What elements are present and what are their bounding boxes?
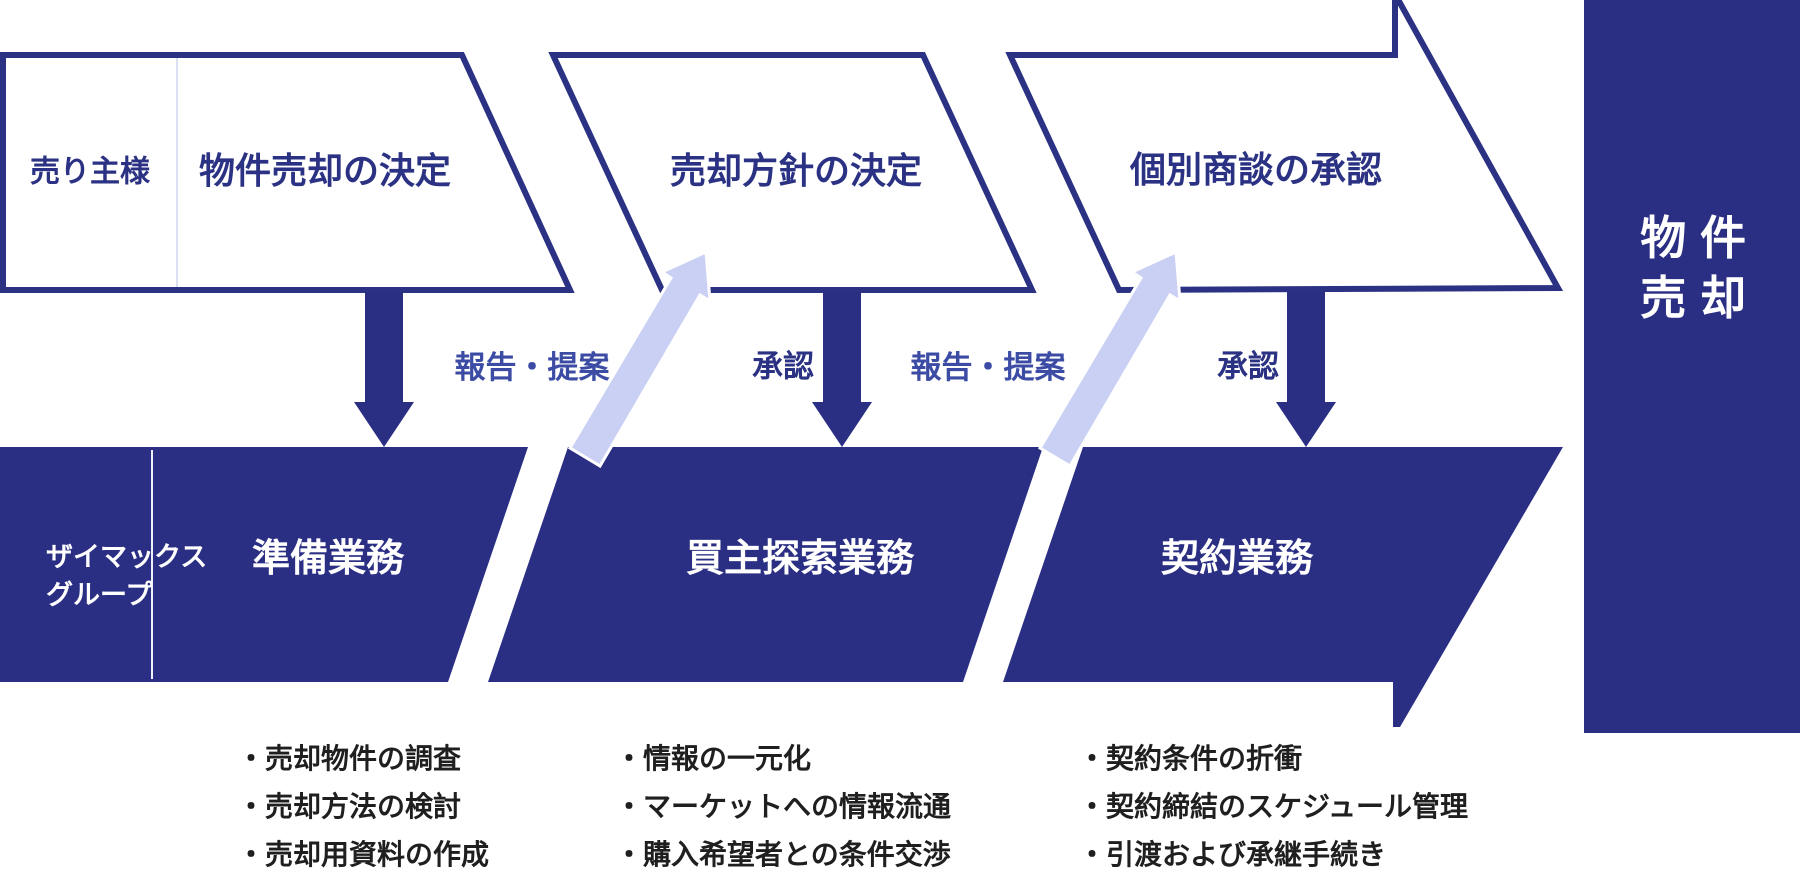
list-item: ・売却物件の調査 <box>237 743 462 774</box>
result-box-label: 物件 売却 <box>1640 208 1760 328</box>
list-item: ・購入希望者との条件交渉 <box>615 839 951 870</box>
list-item: ・マーケットへの情報流通 <box>615 791 952 822</box>
group-step-1-chevron <box>0 447 528 682</box>
group-step-3-label: 契約業務 <box>1160 538 1314 581</box>
seller-actor-label: 売り主様 <box>30 155 150 189</box>
result-box-label-line1: 物件 <box>1640 212 1760 264</box>
contract-tasks-list: ・契約条件の折衝 ・契約締結のスケジュール管理 ・引渡および承継手続き <box>1078 735 1468 879</box>
seller-step-2-box <box>548 52 1037 293</box>
list-item: ・売却用資料の作成 <box>237 839 490 870</box>
group-step-1-label: 準備業務 <box>251 538 405 581</box>
up-arrow-2-icon <box>1037 249 1182 469</box>
list-item: ・契約条件の折衝 <box>1078 743 1303 774</box>
group-step-2-label: 買主探索業務 <box>685 538 915 581</box>
report-proposal-label-1: 報告・提案 <box>454 349 610 385</box>
report-proposal-label-2: 報告・提案 <box>910 349 1066 385</box>
down-arrow-2-icon <box>812 292 872 447</box>
result-box-label-line2: 売却 <box>1640 272 1760 324</box>
down-arrow-1-icon <box>354 292 414 447</box>
group-step-3-chevron-with-arrow-tail <box>1003 447 1563 727</box>
up-arrow-1-icon <box>567 249 712 469</box>
group-actor-label-line1: ザイマックス <box>46 542 208 572</box>
approval-label-1: 承認 <box>752 348 814 384</box>
result-box-shape <box>1584 0 1800 733</box>
seller-step-1-label: 物件売却の決定 <box>198 150 452 192</box>
list-item: ・契約締結のスケジュール管理 <box>1078 791 1469 822</box>
group-actor-label-line2: グループ <box>46 580 153 610</box>
seller-step-1-box <box>0 52 575 293</box>
buyer-search-tasks-list: ・情報の一元化 ・マーケットへの情報流通 ・購入希望者との条件交渉 <box>615 735 951 879</box>
group-step-2-chevron <box>488 447 1043 682</box>
list-item: ・情報の一元化 <box>615 743 812 774</box>
seller-step-2-label: 売却方針の決定 <box>669 150 923 192</box>
seller-step-3-label: 個別商談の承認 <box>1129 149 1383 191</box>
list-item: ・売却方法の検討 <box>237 791 462 822</box>
group-actor-label: ザイマックス グループ <box>46 538 207 614</box>
down-arrow-3-icon <box>1276 292 1336 447</box>
preparation-tasks-list: ・売却物件の調査 ・売却方法の検討 ・売却用資料の作成 <box>237 735 489 879</box>
list-item: ・引渡および承継手続き <box>1078 839 1387 870</box>
seller-step-3-box-with-arrow-head <box>1005 0 1564 294</box>
approval-label-2: 承認 <box>1217 348 1279 384</box>
